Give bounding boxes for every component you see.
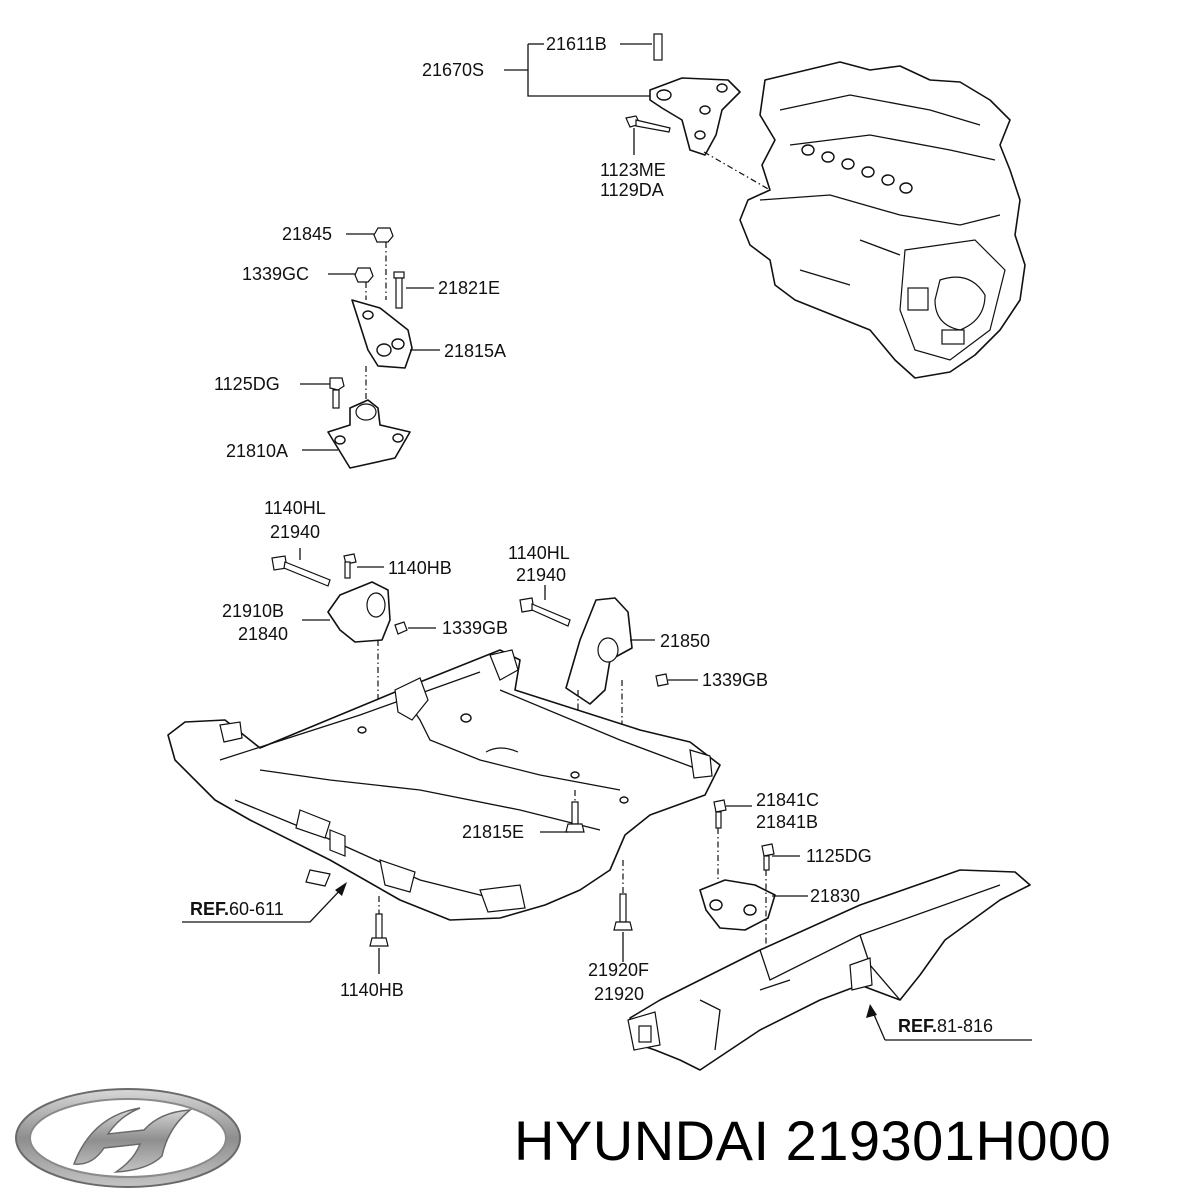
label-21920F: 21920F [588,960,649,980]
label-21940-right: 21940 [516,565,566,585]
label-1125DG-lower: 1125DG [806,846,872,866]
subframe-bolts [369,790,633,947]
ref-number: 81-816 [937,1016,993,1036]
ref-prefix: REF. [898,1016,937,1036]
part-labels: 21611B 21670S 1123ME 1129DA 21845 1339GC… [190,34,993,1036]
label-1129DA: 1129DA [600,180,664,200]
label-1140HL-left: 1140HL [264,498,326,518]
engine-mount-21810A [327,366,411,469]
label-21940-left: 21940 [270,522,320,542]
engine-mount-bracket-21670S [625,33,771,191]
label-21841B: 21841B [756,812,818,832]
label-1140HB-lower: 1140HB [340,980,404,1000]
front-subframe-illustration [167,649,721,921]
part-number-caption: HYUNDAI 219301H000 [514,1109,1112,1172]
label-1339GC: 1339GC [242,264,309,284]
label-1140HB-upper: 1140HB [388,558,452,578]
label-1140HL-right: 1140HL [508,543,570,563]
label-1339GB-left: 1339GB [442,618,508,638]
label-21840: 21840 [238,624,288,644]
ref-prefix: REF. [190,899,229,919]
ref-label-60-611: REF.60-611 [190,899,284,919]
label-21845: 21845 [282,224,332,244]
transmission-mount-21910B [271,553,408,850]
label-1125DG-upper: 1125DG [214,374,280,394]
label-21815A: 21815A [444,341,506,361]
label-1123ME: 1123ME [600,160,666,180]
label-21810A: 21810A [226,441,288,461]
side-member-rail-illustration [627,869,1031,1071]
engine-block-illustration [739,61,1026,379]
ref-label-81-816: REF.81-816 [898,1016,993,1036]
transmission-mount-21850 [519,597,669,790]
label-21920: 21920 [594,984,644,1004]
label-21830: 21830 [810,886,860,906]
hyundai-logo-icon [15,1088,241,1188]
label-21821E: 21821E [438,278,500,298]
label-21611B: 21611B [546,34,607,54]
transmission-mount-21830 [699,799,776,960]
label-1339GB-right: 1339GB [702,670,768,690]
label-21670S: 21670S [422,60,484,80]
leader-lines [182,43,1032,1041]
ref-number: 60-611 [229,899,284,919]
label-21841C: 21841C [756,790,819,810]
label-21910B: 21910B [222,601,284,621]
label-21815E: 21815E [462,822,524,842]
label-21850: 21850 [660,631,710,651]
engine-mount-upper-bracket-group [351,227,413,369]
